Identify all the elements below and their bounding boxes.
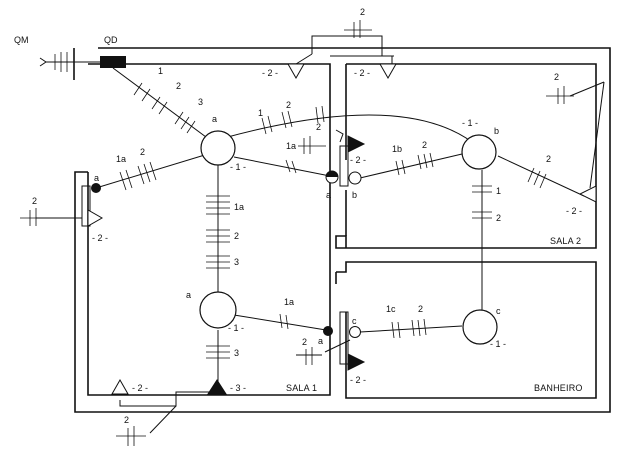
outlet-low-wall [347,353,366,371]
cond-label: 2 [234,231,239,241]
room-label-sala1: SALA 1 [286,383,317,393]
switch-boxes [81,145,349,365]
luminaire-letter: b [494,126,499,136]
switch-letter: a [318,336,323,346]
cond-label: 1a [286,141,296,151]
switch-letter: a [94,173,99,183]
cond-label: 1a [284,297,294,307]
luminaire-b [461,134,497,170]
luminaire-a-top [200,130,236,166]
cond-label: 2 [286,100,291,110]
outlet-top-wall [287,63,305,80]
cond-label: 1 [496,186,501,196]
switch-letter: c [352,316,357,326]
luminaire-c [462,309,498,345]
luminaire-circuit: - 1 - [462,118,478,128]
outlet-circuit: - 2 - [350,375,366,385]
cond-label: 1a [116,154,126,164]
luminaire-letter: a [186,290,191,300]
switch-a-low [323,326,333,336]
outlet-circuit: - 2 - [262,68,278,78]
meter-label: QM [14,35,29,45]
outlet-circuit: - 2 - [132,383,148,393]
luminaire-letter: a [212,114,217,124]
luminaire-a-low [199,291,237,329]
switch-c-low [349,326,361,338]
cond-label: 2 [124,415,129,425]
outlet-circuit: - 2 - [92,233,108,243]
cond-label: 3 [234,348,239,358]
luminaire-circuit: - 1 - [490,339,506,349]
cond-label: 2 [302,337,307,347]
luminaire-circuit: - 1 - [228,323,244,333]
outlet-circuit: - 2 - [566,206,582,216]
outlet-circuit: - 2 - [354,68,370,78]
switch-a-left [91,183,101,193]
distribution-panel [100,56,126,68]
luminaire-letter: c [496,306,501,316]
panel-label: QD [104,35,118,45]
conduits [36,35,605,434]
cond-label: 1b [392,144,402,154]
outlet-circuit: - 2 - [350,155,366,165]
cond-label: 2 [140,147,145,157]
service-entrance [39,52,100,72]
cond-label: 2 [496,213,501,223]
cond-label: 2 [554,72,559,82]
room-label-sala2: SALA 2 [550,236,581,246]
walls [73,47,611,413]
cond-label: 1c [386,304,396,314]
outlet-left [87,209,104,227]
outlet-bottom-left [111,378,129,395]
cond-label: 3 [198,97,203,107]
switch-letter: b [352,190,357,200]
cond-label: 2 [418,304,423,314]
cond-label: 2 [360,7,365,17]
room-label-banheiro: BANHEIRO [534,383,583,393]
switch-a-mid [325,170,339,184]
cond-label: 2 [32,196,37,206]
outlet-right [578,185,597,203]
cond-label: 2 [422,140,427,150]
outlet-bottom-right [207,379,227,395]
switch-b-mid [348,171,362,185]
cond-label: 1 [158,66,163,76]
cond-label: 2 [546,154,551,164]
cond-label: 3 [234,257,239,267]
outlet-sala2-top [379,63,397,80]
luminaire-circuit: - 1 - [230,162,246,172]
cond-label: 2 [176,81,181,91]
cond-label: 1a [234,202,244,212]
outlet-mid-wall [347,135,366,153]
cond-label: 1 [258,108,263,118]
switch-letter: a [326,190,331,200]
outlet-circuit: - 3 - [230,383,246,393]
cond-label: 2 [316,122,321,132]
conductor-ticks [20,20,574,446]
